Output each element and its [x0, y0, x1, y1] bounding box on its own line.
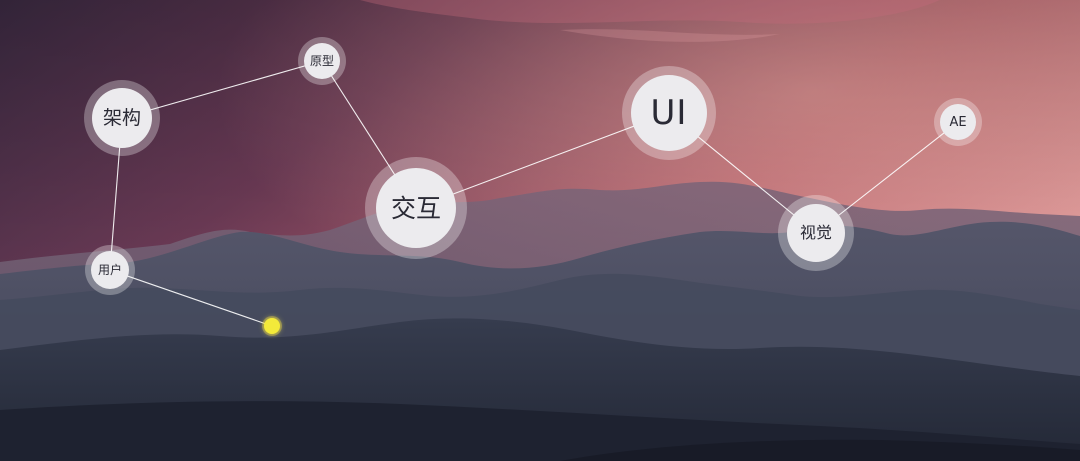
node-yuanxing[interactable]: 原型	[298, 37, 346, 85]
node-jiaohu-circle: 交互	[376, 168, 456, 248]
node-jiagou-label: 架构	[102, 106, 141, 129]
node-yuanxing-circle: 原型	[304, 43, 340, 79]
node-shijue-label: 视觉	[799, 223, 832, 242]
node-yonghu[interactable]: 用户	[85, 245, 135, 295]
node-ui-circle: UI	[631, 75, 707, 151]
pointer-dot[interactable]	[264, 318, 280, 334]
node-ui[interactable]: UI	[622, 66, 716, 160]
node-shijue-circle: 视觉	[787, 204, 845, 262]
node-yuanxing-label: 原型	[309, 54, 334, 68]
node-jiagou[interactable]: 架构	[84, 80, 160, 156]
node-jiaohu[interactable]: 交互	[365, 157, 467, 259]
node-ae-label: AE	[949, 114, 967, 130]
node-jiaohu-label: 交互	[390, 193, 441, 223]
node-ae-circle: AE	[940, 104, 976, 140]
node-ui-label: UI	[650, 93, 688, 133]
node-ae[interactable]: AE	[934, 98, 982, 146]
node-yonghu-label: 用户	[97, 263, 122, 277]
node-yonghu-circle: 用户	[91, 251, 129, 289]
node-shijue[interactable]: 视觉	[778, 195, 854, 271]
node-jiagou-circle: 架构	[92, 88, 152, 148]
